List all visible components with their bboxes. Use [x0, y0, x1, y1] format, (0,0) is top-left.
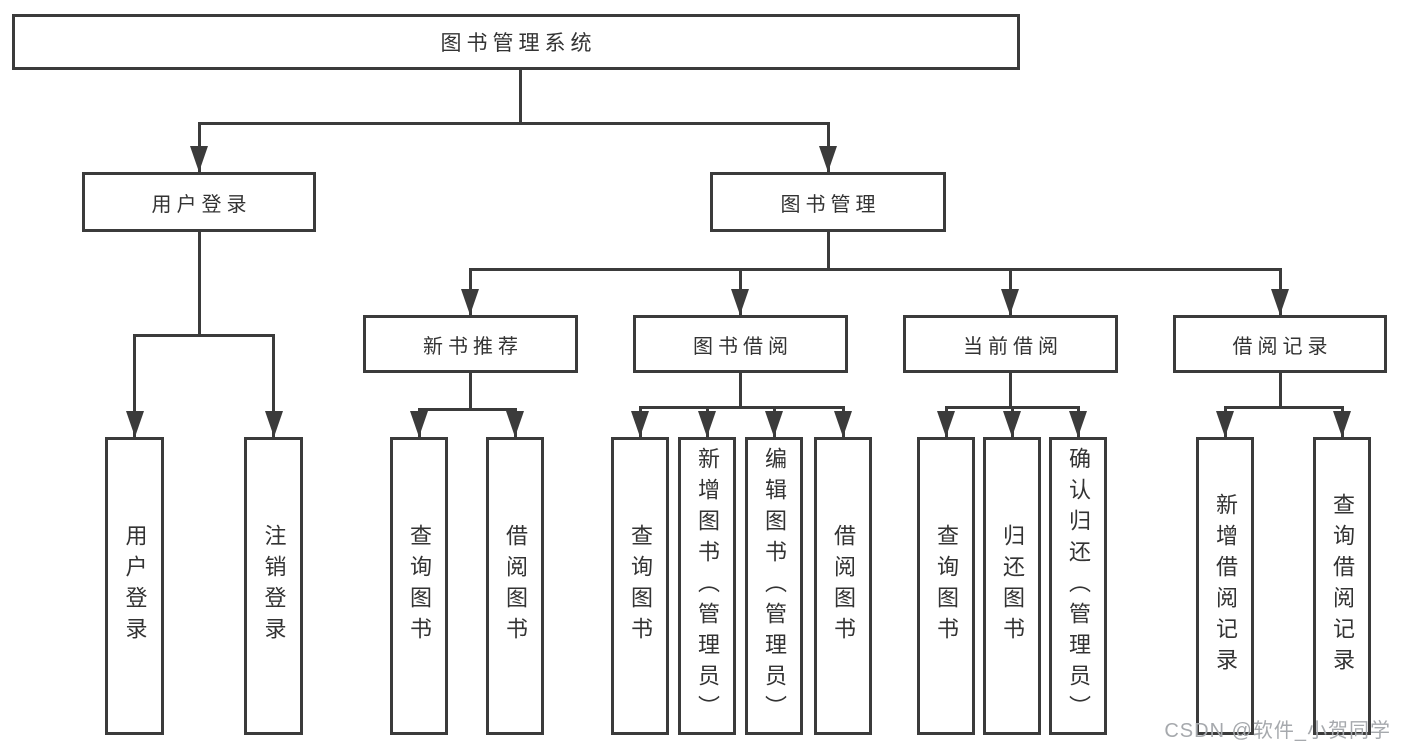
- arrowhead-icon: [698, 411, 716, 437]
- arrowhead-icon: [125, 411, 144, 437]
- leaf-query-book-recommend-label: 查询图书: [407, 524, 432, 648]
- node-book-management: 图书管理: [710, 172, 946, 232]
- leaf-query-book-recommend: 查询图书: [390, 437, 448, 735]
- arrowhead-icon: [765, 411, 783, 437]
- node-book-borrowing: 图书借阅: [633, 315, 848, 373]
- connector-line: [1008, 373, 1012, 409]
- leaf-query-book-current: 查询图书: [917, 437, 975, 735]
- connector-line: [738, 373, 742, 409]
- arrowhead-icon: [190, 146, 208, 172]
- arrowhead-icon: [731, 289, 749, 315]
- connector-line: [518, 70, 522, 125]
- node-root-label: 图书管理系统: [440, 32, 597, 55]
- leaf-query-borrow-record-label: 查询借阅记录: [1330, 493, 1355, 679]
- leaf-borrow-book-borrowing-label: 借阅图书: [831, 524, 856, 648]
- leaf-query-book-borrowing-label: 查询图书: [628, 524, 653, 648]
- leaf-add-borrow-record-label: 新增借阅记录: [1213, 493, 1238, 679]
- arrowhead-icon: [461, 289, 479, 315]
- arrowhead-icon: [1271, 289, 1289, 315]
- leaf-edit-book-admin: 编辑图书（管理员）: [745, 437, 803, 735]
- leaf-logout-login-label: 注销登录: [261, 524, 287, 648]
- arrowhead-icon: [1333, 411, 1351, 437]
- connector-line: [468, 268, 1282, 271]
- arrowhead-icon: [819, 146, 837, 172]
- connector-line: [133, 334, 136, 437]
- node-book-borrowing-label: 图书借阅: [693, 335, 793, 358]
- connector-line: [197, 122, 830, 125]
- leaf-add-book-admin-label: 新增图书（管理员）: [695, 446, 720, 726]
- leaf-query-book-borrowing: 查询图书: [611, 437, 669, 735]
- node-current-borrowing: 当前借阅: [903, 315, 1118, 373]
- node-root-system: 图书管理系统: [12, 14, 1020, 70]
- node-current-borrowing-label: 当前借阅: [963, 335, 1063, 358]
- connector-line: [133, 334, 275, 337]
- leaf-borrow-book-recommend: 借阅图书: [486, 437, 544, 735]
- leaf-borrow-book-recommend-label: 借阅图书: [503, 524, 528, 648]
- leaf-user-login: 用户登录: [105, 437, 164, 735]
- leaf-borrow-book-borrowing: 借阅图书: [814, 437, 872, 735]
- connector-line: [272, 334, 275, 437]
- leaf-confirm-return-admin: 确认归还（管理员）: [1049, 437, 1107, 735]
- node-borrow-records: 借阅记录: [1173, 315, 1387, 373]
- connector-line: [1278, 373, 1282, 409]
- connector-line: [1223, 406, 1344, 409]
- leaf-user-login-label: 用户登录: [122, 524, 148, 648]
- connector-line: [417, 408, 517, 411]
- leaf-add-book-admin: 新增图书（管理员）: [678, 437, 736, 735]
- node-borrow-records-label: 借阅记录: [1232, 335, 1333, 358]
- connector-line: [826, 232, 830, 271]
- leaf-query-book-current-label: 查询图书: [934, 524, 959, 648]
- connector-line: [638, 406, 845, 409]
- connector-line: [197, 232, 201, 337]
- leaf-return-book-label: 归还图书: [1000, 524, 1025, 648]
- arrowhead-icon: [506, 411, 524, 437]
- arrowhead-icon: [631, 411, 649, 437]
- leaf-logout-login: 注销登录: [244, 437, 303, 735]
- node-user-login-label: 用户登录: [151, 193, 252, 216]
- connector-line: [468, 373, 472, 411]
- watermark: CSDN @软件_小贺同学: [1164, 720, 1391, 742]
- arrowhead-icon: [1001, 289, 1019, 315]
- leaf-add-borrow-record: 新增借阅记录: [1196, 437, 1254, 735]
- arrowhead-icon: [264, 411, 283, 437]
- leaf-edit-book-admin-label: 编辑图书（管理员）: [762, 446, 787, 726]
- arrowhead-icon: [1216, 411, 1234, 437]
- node-new-book-recommend: 新书推荐: [363, 315, 578, 373]
- node-user-login: 用户登录: [82, 172, 316, 232]
- arrowhead-icon: [410, 411, 428, 437]
- leaf-return-book: 归还图书: [983, 437, 1041, 735]
- leaf-confirm-return-admin-label: 确认归还（管理员）: [1066, 446, 1091, 726]
- leaf-query-borrow-record: 查询借阅记录: [1313, 437, 1371, 735]
- arrowhead-icon: [834, 411, 852, 437]
- node-book-management-label: 图书管理: [780, 193, 881, 216]
- arrowhead-icon: [937, 411, 955, 437]
- arrowhead-icon: [1003, 411, 1021, 437]
- arrowhead-icon: [1069, 411, 1087, 437]
- node-new-book-recommend-label: 新书推荐: [423, 335, 523, 358]
